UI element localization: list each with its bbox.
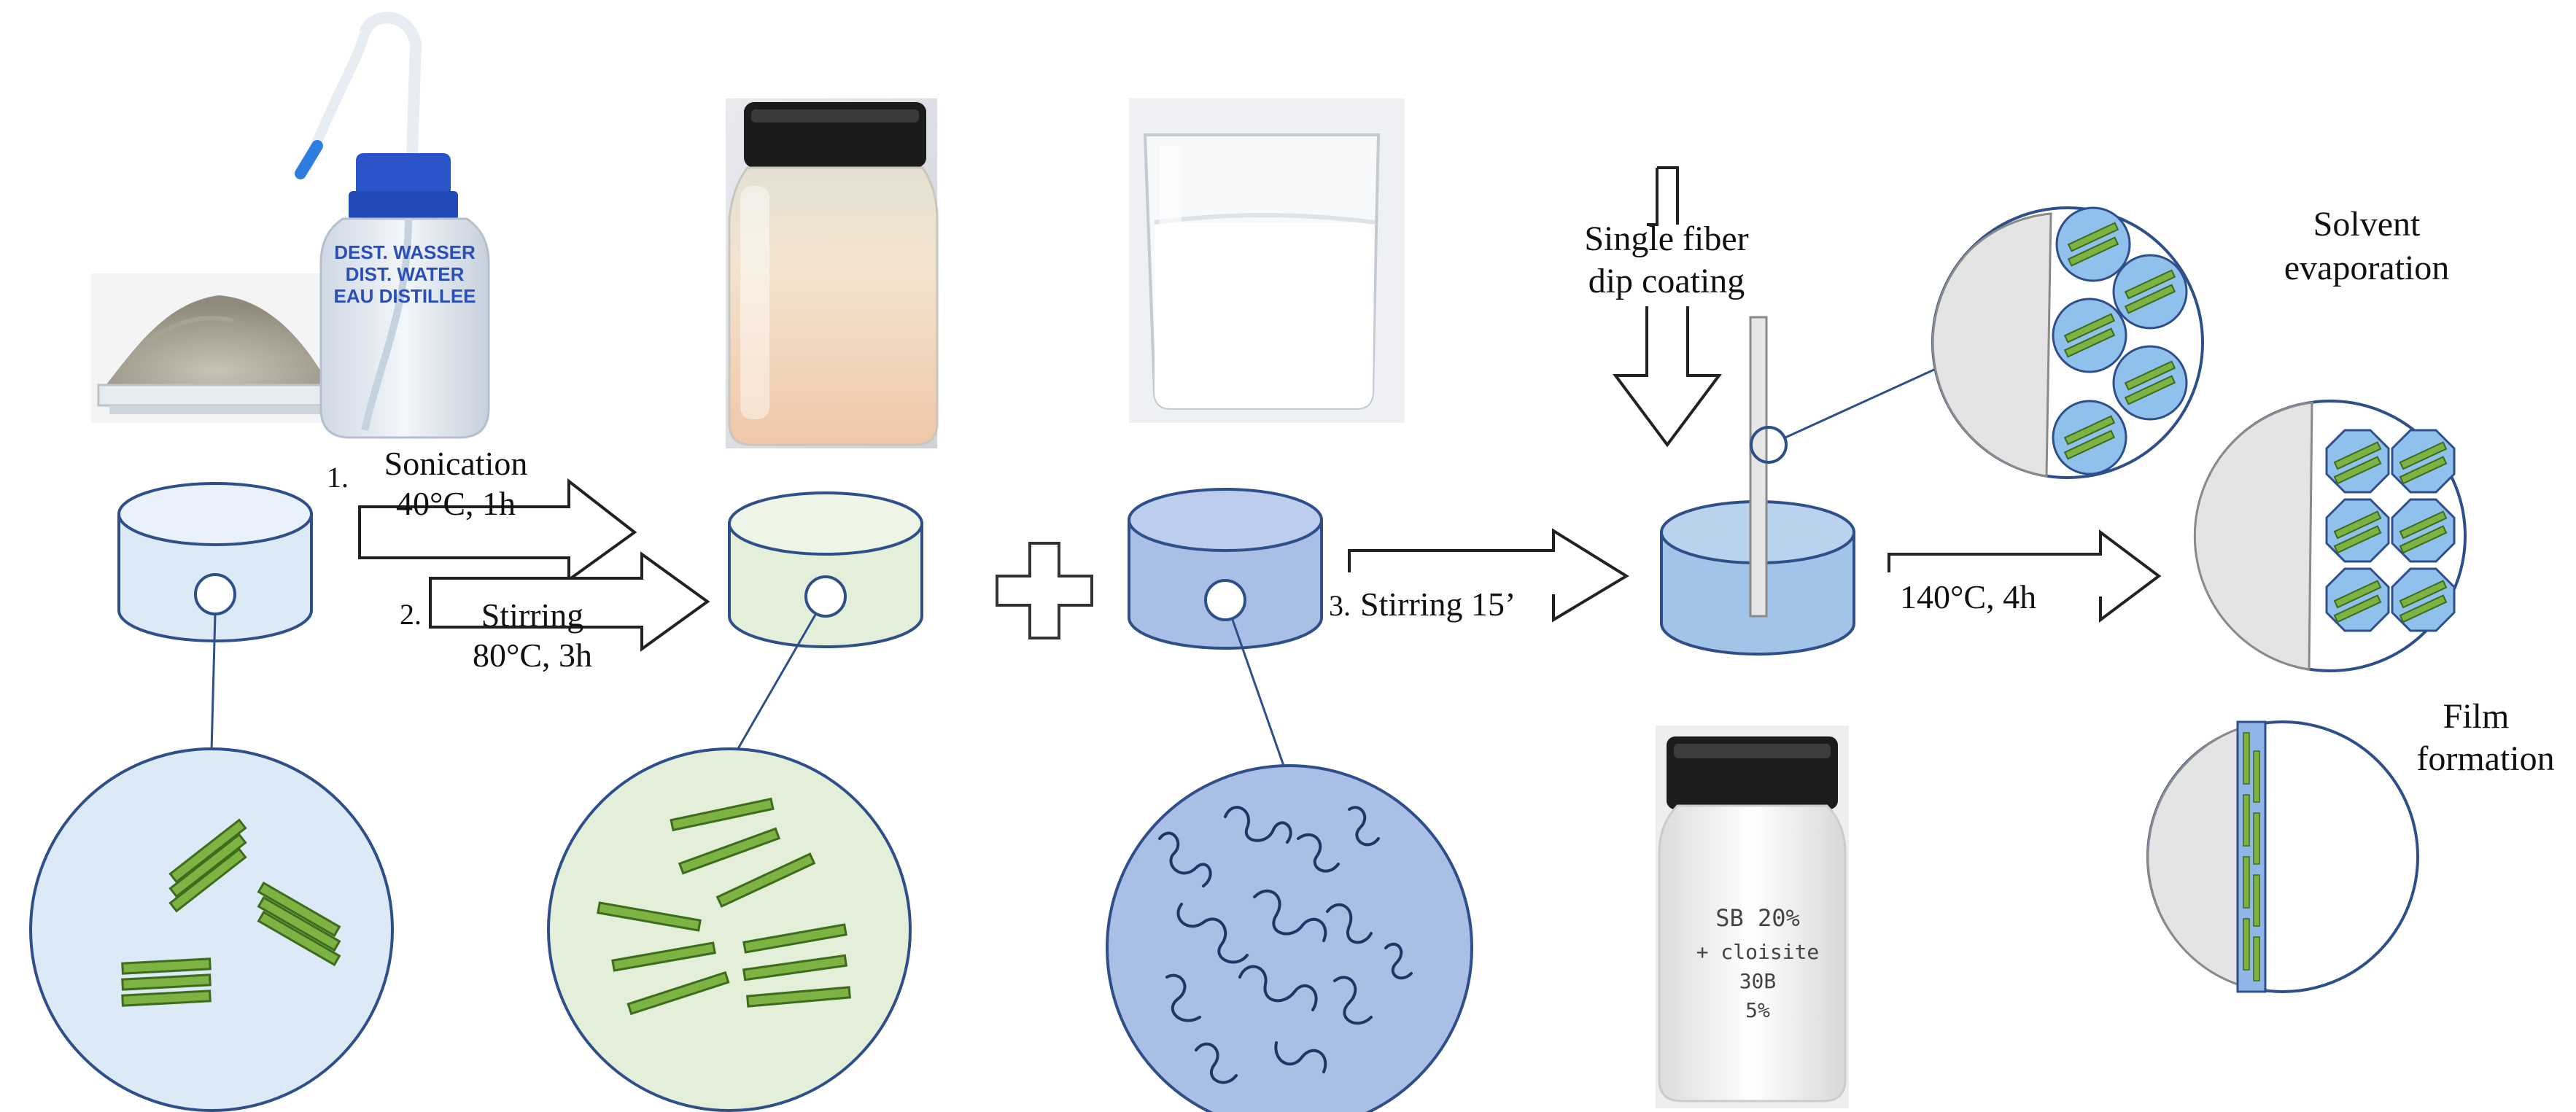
jar-handwriting-2: + cloisite — [1696, 940, 1820, 964]
coating-label-1: Single fiber — [1584, 219, 1749, 258]
wash-bottle-label-3: EAU DISTILLEE — [333, 285, 476, 307]
curing-arrow — [1888, 529, 2162, 623]
polymer-chains-zoom — [1106, 764, 1473, 1112]
clay-water-beaker — [117, 482, 313, 642]
fiber — [1749, 316, 1768, 618]
step3-arrow — [1348, 528, 1629, 623]
film-label-1: Film — [2443, 697, 2510, 736]
evaporation-label-2: evaporation — [2284, 249, 2450, 287]
wash-bottle-label-1: DEST. WASSER — [334, 241, 476, 263]
clay-dispersion-beaker — [728, 491, 923, 648]
solvent-evaporation-zoom — [1931, 206, 2204, 479]
wash-bottle-photo: DEST. WASSER DIST. WATER EAU DISTILLEE — [295, 12, 490, 439]
step3-number: 3. — [1329, 589, 1351, 622]
step1-arrow — [358, 478, 637, 583]
fiber-zoom-marker — [1750, 426, 1788, 464]
plus-sign — [996, 542, 1093, 639]
jar-handwriting-3: 30B — [1739, 969, 1777, 993]
curing-label: 140°C, 4h — [1900, 578, 2037, 615]
polymer-solution-beaker — [1128, 488, 1323, 650]
clay-powder-photo — [91, 273, 339, 423]
step2-conditions: 80°C, 3h — [472, 637, 593, 674]
evaporation-label-1: Solvent — [2313, 205, 2421, 244]
step1-conditions: 40°C, 1h — [395, 485, 516, 522]
step3-label: Stirring 15’ — [1360, 586, 1516, 623]
coated-solution-jar-photo: SB 20% + cloisite 30B 5% — [1656, 726, 1849, 1108]
step1-name: Sonication — [384, 445, 528, 482]
step1-number: 1. — [327, 461, 349, 494]
step2-number: 2. — [400, 598, 422, 631]
dip-coating-arrow — [1613, 166, 1722, 448]
exfoliated-platelets-zoom — [547, 747, 912, 1112]
wash-bottle-label-2: DIST. WATER — [346, 263, 465, 285]
jar-handwriting-4: 5% — [1745, 998, 1770, 1022]
clay-platelets-zoom — [29, 747, 394, 1112]
packed-particles-zoom — [2193, 400, 2467, 672]
film-label-2: formation — [2416, 739, 2555, 778]
film-formation-zoom — [2146, 720, 2419, 993]
jar-handwriting-1: SB 20% — [1715, 904, 1800, 932]
coating-label-2: dip coating — [1588, 262, 1745, 300]
step2-name: Stirring — [481, 596, 584, 634]
dispersion-jar-photo — [726, 98, 939, 448]
coating-bath-beaker — [1660, 316, 1855, 656]
step2-arrow — [429, 551, 710, 652]
polymer-beaker-photo — [1129, 98, 1405, 423]
